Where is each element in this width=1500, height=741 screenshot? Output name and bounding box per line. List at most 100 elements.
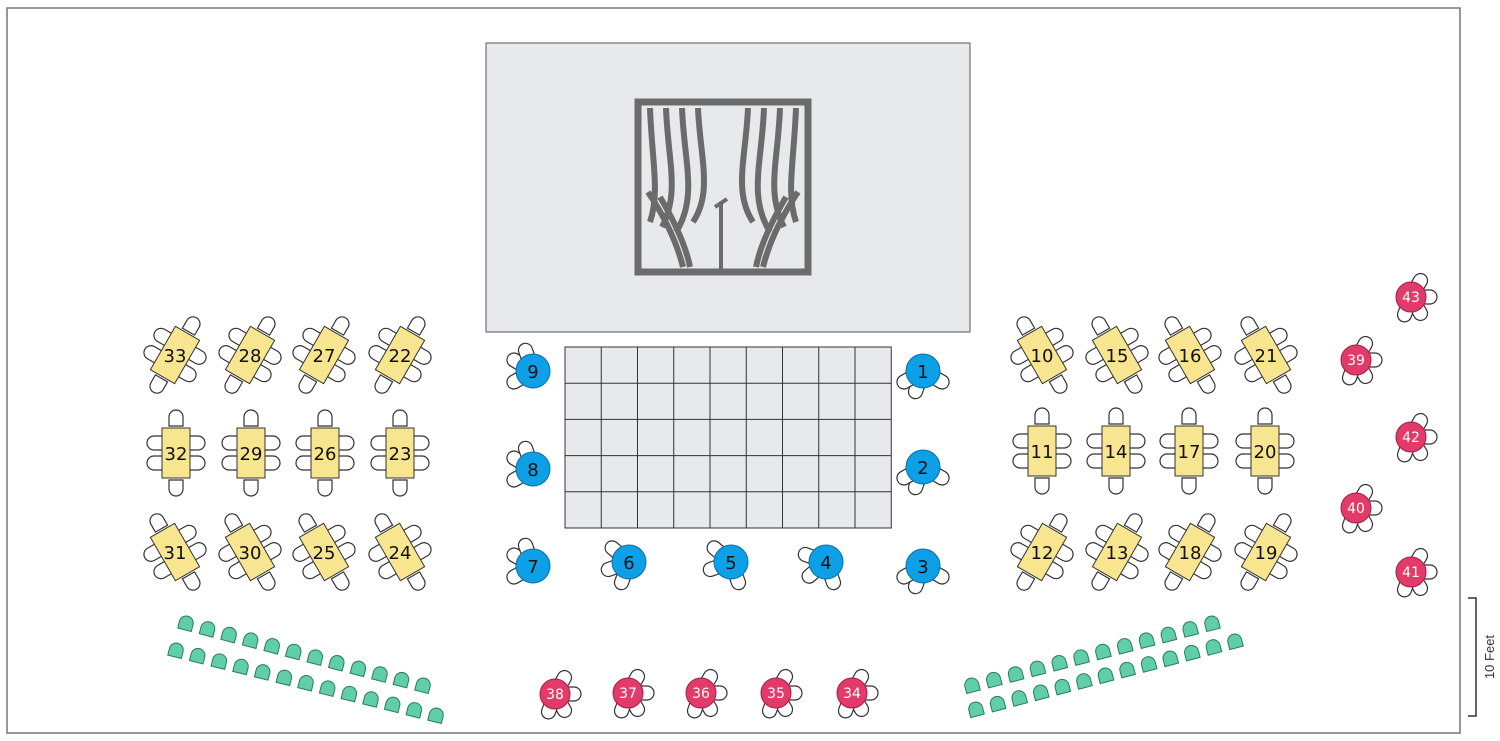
yellow-table[interactable]: 18 bbox=[1143, 500, 1236, 603]
yellow-table[interactable]: 30 bbox=[203, 500, 296, 603]
lounge-seat[interactable] bbox=[362, 690, 380, 708]
dance-floor[interactable] bbox=[564, 346, 892, 529]
yellow-table[interactable]: 29 bbox=[221, 409, 281, 497]
lounge-seat[interactable] bbox=[297, 674, 315, 692]
blue-table[interactable]: 2 bbox=[894, 449, 951, 497]
lounge-seat[interactable] bbox=[284, 643, 302, 661]
yellow-table[interactable]: 27 bbox=[277, 303, 370, 406]
red-table[interactable]: 36 bbox=[685, 667, 728, 720]
lounge-seat[interactable] bbox=[392, 671, 410, 689]
lounge-seat[interactable] bbox=[220, 626, 238, 644]
lounge-seat[interactable] bbox=[1050, 654, 1069, 672]
yellow-table[interactable]: 22 bbox=[353, 303, 446, 406]
red-table[interactable]: 41 bbox=[1395, 546, 1438, 599]
blue-table[interactable]: 6 bbox=[599, 538, 647, 592]
lounge-seat[interactable] bbox=[188, 647, 206, 665]
yellow-table[interactable]: 24 bbox=[353, 500, 446, 603]
yellow-table[interactable]: 28 bbox=[203, 303, 296, 406]
lounge-seat[interactable] bbox=[985, 671, 1003, 689]
lounge-seat[interactable] bbox=[1140, 655, 1158, 673]
lounge-seat[interactable] bbox=[414, 676, 432, 695]
yellow-table[interactable]: 26 bbox=[295, 409, 355, 497]
lounge-seat[interactable] bbox=[318, 679, 336, 698]
lounge-seat[interactable] bbox=[1094, 643, 1112, 661]
yellow-table[interactable]: 21 bbox=[1219, 303, 1312, 406]
lounge-seat[interactable] bbox=[1205, 638, 1223, 656]
blue-table[interactable]: 5 bbox=[701, 538, 749, 592]
lounge-seat[interactable] bbox=[232, 658, 250, 676]
yellow-table[interactable]: 25 bbox=[277, 500, 370, 603]
lounge-seat[interactable] bbox=[167, 642, 185, 660]
lounge-seat[interactable] bbox=[1097, 666, 1115, 685]
lounge-seat[interactable] bbox=[989, 695, 1007, 713]
red-table[interactable]: 40 bbox=[1340, 482, 1383, 535]
blue-table[interactable]: 1 bbox=[894, 353, 951, 401]
lounge-seat[interactable] bbox=[1183, 644, 1201, 662]
yellow-table[interactable]: 10 bbox=[995, 303, 1088, 406]
yellow-table[interactable]: 16 bbox=[1143, 303, 1236, 406]
lounge-seat[interactable] bbox=[1116, 637, 1134, 655]
lounge-seat[interactable] bbox=[405, 701, 423, 719]
yellow-table[interactable]: 19 bbox=[1219, 500, 1312, 603]
lounge-seat[interactable] bbox=[1203, 615, 1221, 633]
stage[interactable] bbox=[485, 42, 971, 333]
lounge-seat[interactable] bbox=[198, 620, 216, 638]
yellow-table[interactable]: 32 bbox=[146, 409, 206, 497]
yellow-table[interactable]: 31 bbox=[128, 500, 221, 603]
yellow-table[interactable]: 12 bbox=[995, 500, 1088, 603]
lounge-seat[interactable] bbox=[1075, 672, 1093, 690]
table-number: 24 bbox=[389, 543, 412, 564]
red-table[interactable]: 34 bbox=[836, 667, 879, 720]
lounge-seat[interactable] bbox=[349, 660, 367, 678]
yellow-table[interactable]: 14 bbox=[1086, 407, 1146, 495]
lounge-seat[interactable] bbox=[241, 631, 259, 650]
lounge-seat[interactable] bbox=[1118, 661, 1136, 679]
lounge-seat[interactable] bbox=[967, 700, 985, 719]
chair bbox=[221, 455, 239, 471]
red-table[interactable]: 42 bbox=[1395, 411, 1438, 464]
blue-table[interactable]: 9 bbox=[504, 341, 551, 391]
lounge-seat[interactable] bbox=[306, 648, 324, 667]
lounge-seat[interactable] bbox=[1054, 678, 1072, 696]
yellow-table[interactable]: 23 bbox=[370, 409, 430, 497]
lounge-seat[interactable] bbox=[263, 637, 281, 655]
yellow-table[interactable]: 20 bbox=[1235, 407, 1295, 495]
lounge-seat[interactable] bbox=[371, 665, 389, 683]
lounge-seat[interactable] bbox=[1032, 683, 1050, 702]
chair bbox=[256, 571, 276, 591]
lounge-seat[interactable] bbox=[253, 663, 271, 681]
red-table[interactable]: 37 bbox=[612, 667, 655, 720]
lounge-seat[interactable] bbox=[1007, 665, 1025, 683]
lounge-seat[interactable] bbox=[1138, 631, 1156, 650]
yellow-table[interactable]: 13 bbox=[1070, 500, 1163, 603]
yellow-table[interactable]: 15 bbox=[1070, 303, 1163, 406]
red-table[interactable]: 43 bbox=[1395, 271, 1438, 324]
table-top bbox=[298, 522, 350, 582]
lounge-seat[interactable] bbox=[1072, 648, 1090, 666]
table-top bbox=[1091, 325, 1143, 385]
lounge-seat[interactable] bbox=[1160, 626, 1178, 644]
lounge-seat[interactable] bbox=[275, 669, 293, 687]
lounge-seat[interactable] bbox=[1161, 649, 1180, 668]
lounge-seat[interactable] bbox=[1181, 620, 1200, 638]
red-table[interactable]: 39 bbox=[1340, 334, 1383, 387]
lounge-seat[interactable] bbox=[963, 677, 981, 695]
lounge-seat[interactable] bbox=[1010, 689, 1029, 707]
lounge-seat[interactable] bbox=[1226, 632, 1244, 651]
lounge-seat[interactable] bbox=[177, 614, 195, 633]
lounge-seat[interactable] bbox=[340, 685, 358, 703]
blue-table[interactable]: 7 bbox=[504, 536, 551, 586]
lounge-seat[interactable] bbox=[427, 707, 445, 725]
blue-table[interactable]: 8 bbox=[504, 439, 551, 489]
yellow-table[interactable]: 11 bbox=[1012, 407, 1072, 495]
yellow-table[interactable]: 17 bbox=[1159, 407, 1219, 495]
lounge-seat[interactable] bbox=[1029, 660, 1047, 678]
lounge-seat[interactable] bbox=[327, 654, 346, 672]
lounge-seat[interactable] bbox=[210, 652, 228, 670]
yellow-table[interactable]: 33 bbox=[128, 303, 221, 406]
blue-table[interactable]: 3 bbox=[894, 548, 951, 596]
blue-table[interactable]: 4 bbox=[796, 544, 844, 592]
red-table[interactable]: 38 bbox=[539, 668, 582, 721]
red-table[interactable]: 35 bbox=[760, 667, 803, 720]
lounge-seat[interactable] bbox=[383, 696, 401, 714]
